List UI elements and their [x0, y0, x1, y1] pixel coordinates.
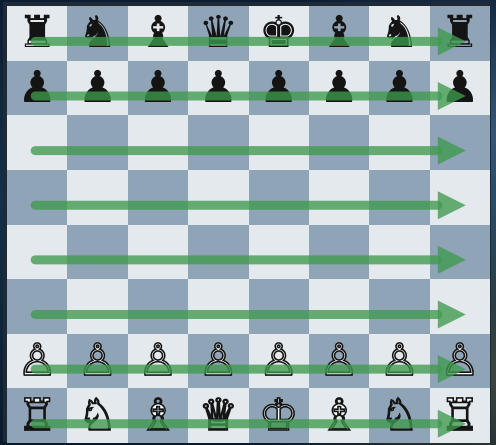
arrow-head	[438, 410, 466, 438]
move-arrow-a6-h6	[35, 137, 466, 165]
arrow-head	[438, 300, 466, 328]
move-arrow-a7-h7	[35, 82, 466, 110]
move-arrow-a4-h4	[35, 246, 466, 274]
arrow-head	[438, 137, 466, 165]
arrow-layer	[7, 6, 490, 443]
move-arrow-a3-h3	[35, 300, 466, 328]
move-arrow-a1-h1	[35, 410, 466, 438]
move-arrow-a5-h5	[35, 191, 466, 219]
arrow-head	[438, 82, 466, 110]
move-arrow-a8-h8	[35, 27, 466, 55]
arrow-head	[438, 191, 466, 219]
arrow-head	[438, 355, 466, 383]
move-arrow-a2-h2	[35, 355, 466, 383]
chessboard-frame: ♜♞♝♛♚♝♞♜♟♟♟♟♟♟♟♟♙♙♙♙♙♙♙♙♖♘♗♕♔♗♘♖	[3, 2, 491, 442]
arrow-head	[438, 27, 466, 55]
arrow-head	[438, 246, 466, 274]
